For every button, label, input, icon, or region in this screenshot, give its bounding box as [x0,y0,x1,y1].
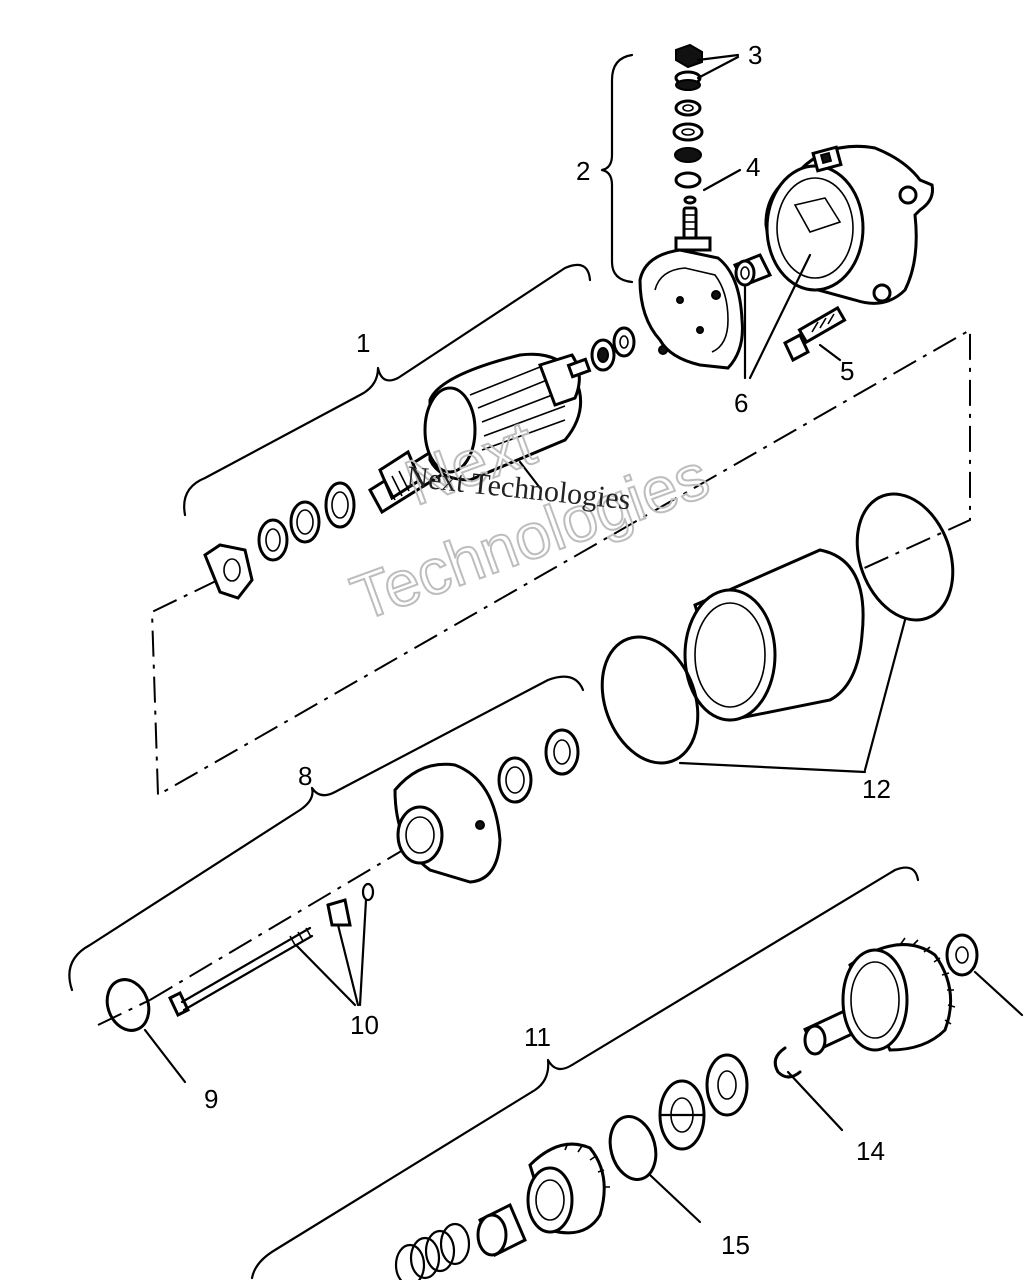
armature [368,352,592,515]
leader-14 [786,1070,844,1132]
leader-3a [696,53,740,62]
lock-plate [203,543,254,600]
o-ring-front [600,635,700,765]
leader-10c [358,898,368,1007]
callout-6: 6 [734,388,748,418]
front-housing [393,762,502,884]
field-yoke [683,548,865,722]
leader-12a [678,761,867,774]
armature-shims [257,481,356,562]
callout-4: 4 [746,152,760,182]
return-spring [394,1222,471,1280]
callout-5: 5 [840,356,854,386]
armature-end-washers [590,326,636,372]
nut-washer-stack [672,43,704,240]
drive-shaft-gear [803,937,956,1056]
bolt-lock-washer [326,898,352,927]
rear-end-cap [764,144,934,305]
callout-15: 15 [721,1230,750,1260]
leader-13 [973,970,1024,1017]
bracket-11 [250,866,920,1280]
flat-washer [705,1053,749,1117]
drive-sleeve [476,1202,527,1258]
through-bolt [168,926,314,1018]
bracket-8 [68,675,585,992]
callout-10: 10 [350,1010,379,1040]
leader-3b [696,55,740,80]
leader-10b [336,923,360,1007]
leader-4 [702,168,742,192]
callout-8: 8 [298,761,312,791]
snap-ring [105,978,151,1032]
o-ring-drive [608,1115,658,1181]
callout-2: 2 [576,156,590,186]
needle-bearing [497,728,580,804]
bushing [732,253,773,287]
leader-10a [294,943,357,1007]
callout-3: 3 [748,40,762,70]
pinion-clutch [526,1142,610,1235]
screw [783,305,847,363]
drive-end-washer [945,933,979,977]
bracket-2 [600,53,634,284]
split-collar [658,1079,706,1151]
leader-12b [863,618,907,772]
brush-holder-plate [638,236,744,370]
callout-14: 14 [856,1136,885,1166]
leader-6b [748,253,812,380]
armature-leader [518,460,542,490]
callout-9: 9 [204,1084,218,1114]
small-o-ring [361,882,375,902]
centerline-front [149,839,421,1001]
callout-12: 12 [862,774,891,804]
leader-5 [818,343,842,362]
centerline-drive [97,999,151,1026]
bracket-1 [183,263,592,517]
callout-1: 1 [356,328,370,358]
callout-11: 11 [524,1022,551,1052]
o-ring-rear [855,492,955,622]
leader-15 [648,1173,702,1224]
centerline-armature [150,328,971,797]
leader-9 [143,1028,187,1084]
